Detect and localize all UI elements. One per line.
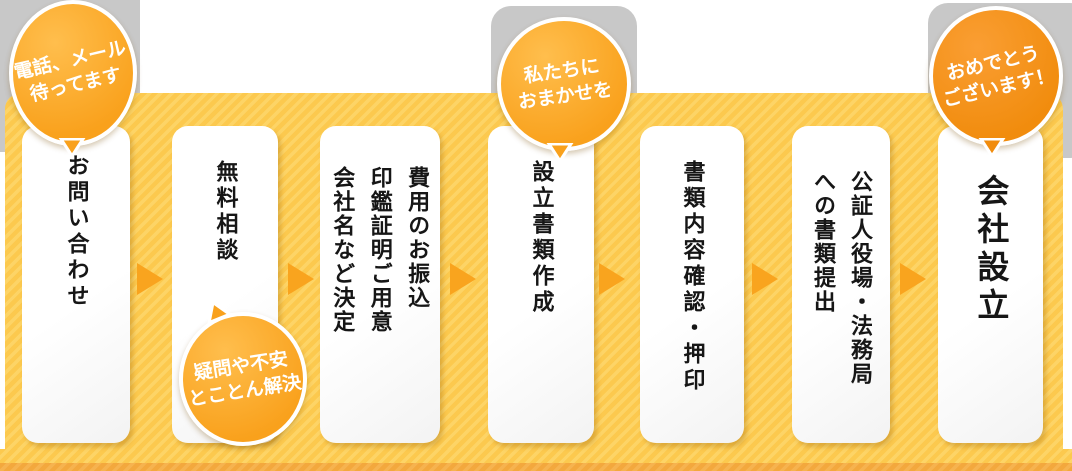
band-footer-edge [0,463,1072,471]
flow-arrow-icon [450,263,476,295]
flow-arrow-icon [752,263,778,295]
speech-bubble-phone-mail: 電話、メール 待ってます [9,0,137,158]
step-card-submit-documents: 公証人役場・法務局 への書類提出 [792,126,890,443]
bubble-text: 電話、メール 待ってます [12,37,129,106]
step-card-confirm-and-seal: 書類内容確認・押印 [640,126,744,443]
bubble-tail-icon [978,138,1006,158]
step-label: 無料相談 [213,160,239,264]
step-label: お問い合わせ [64,154,90,310]
flow-arrow-icon [599,263,625,295]
bubble-tail-icon [546,143,574,163]
bubble-text: 私たちに おまかせを [517,55,615,114]
bubble-text: 疑問や不安 とことん解決 [186,348,303,411]
step-card-inquiry: お問い合わせ [22,126,130,443]
step-label: 書類内容確認・押印 [680,160,706,394]
step-label: 費用のお振込 印鑑証明ご用意 会社名など決定 [330,166,431,334]
bubble-tail-icon [58,138,86,158]
speech-bubble-leave-it-to-us: 私たちに おまかせを [497,17,631,163]
step-card-payment-and-decisions: 費用のお振込 印鑑証明ご用意 会社名など決定 [320,126,440,443]
speech-bubble-resolve-concerns: 疑問や不安 とことん解決 [179,300,307,446]
speech-bubble-congratulations: おめでとう ございます！ [929,6,1063,158]
flow-arrow-icon [900,263,926,295]
flow-arrow-icon [137,263,163,295]
flow-arrow-icon [288,263,314,295]
step-label: 設立書類作成 [529,160,555,316]
bubble-text: おめでとう ございます！ [940,42,1057,112]
step-label: 会社設立 [973,174,1010,326]
step-card-company-established: 会社設立 [938,126,1043,443]
bubble-tail-icon [207,300,233,325]
step-label: 公証人役場・法務局 への書類提出 [811,170,873,386]
step-card-document-preparation: 設立書類作成 [488,126,594,443]
